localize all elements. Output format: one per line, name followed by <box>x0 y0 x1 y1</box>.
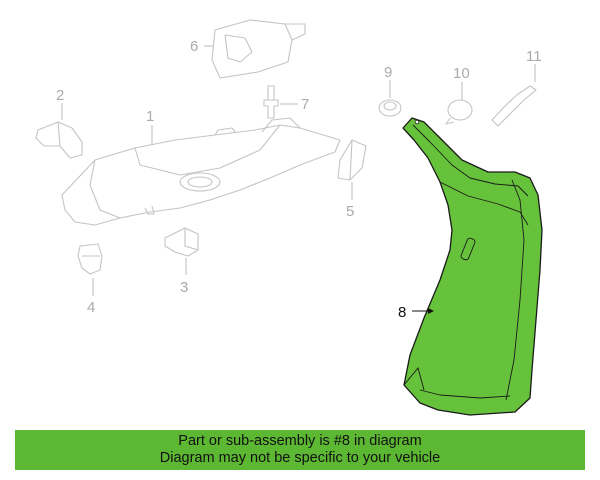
callout-11: 11 <box>526 48 542 65</box>
callout-2: 2 <box>56 87 64 104</box>
part-7-pin <box>263 85 279 119</box>
part-4-fastener <box>77 243 103 275</box>
callout-8: 8 <box>398 304 406 321</box>
info-banner: Part or sub-assembly is #8 in diagram Di… <box>15 430 585 470</box>
callout-7: 7 <box>301 96 309 113</box>
parts-diagram: 1 2 3 4 5 6 7 9 <box>35 19 543 416</box>
part-11-hose <box>491 85 537 127</box>
part-1-trim-panel <box>61 117 341 226</box>
callout-3: 3 <box>180 279 188 296</box>
callout-4: 4 <box>87 299 95 316</box>
part-9-grommet <box>378 99 402 117</box>
part-2-clip <box>35 121 83 159</box>
callout-6: 6 <box>190 38 198 55</box>
callout-10: 10 <box>453 65 470 82</box>
banner-line-1: Part or sub-assembly is #8 in diagram <box>178 433 422 449</box>
part-6-cover <box>211 19 306 79</box>
part-8-pillar-trim-highlighted <box>402 117 543 416</box>
part-5-bracket <box>337 139 367 181</box>
banner-line-2: Diagram may not be specific to your vehi… <box>159 450 441 466</box>
part-10-plug <box>445 99 473 125</box>
part-3-bracket <box>164 227 199 257</box>
callout-5: 5 <box>346 203 354 220</box>
callout-1: 1 <box>146 108 154 125</box>
callout-9: 9 <box>384 64 392 81</box>
